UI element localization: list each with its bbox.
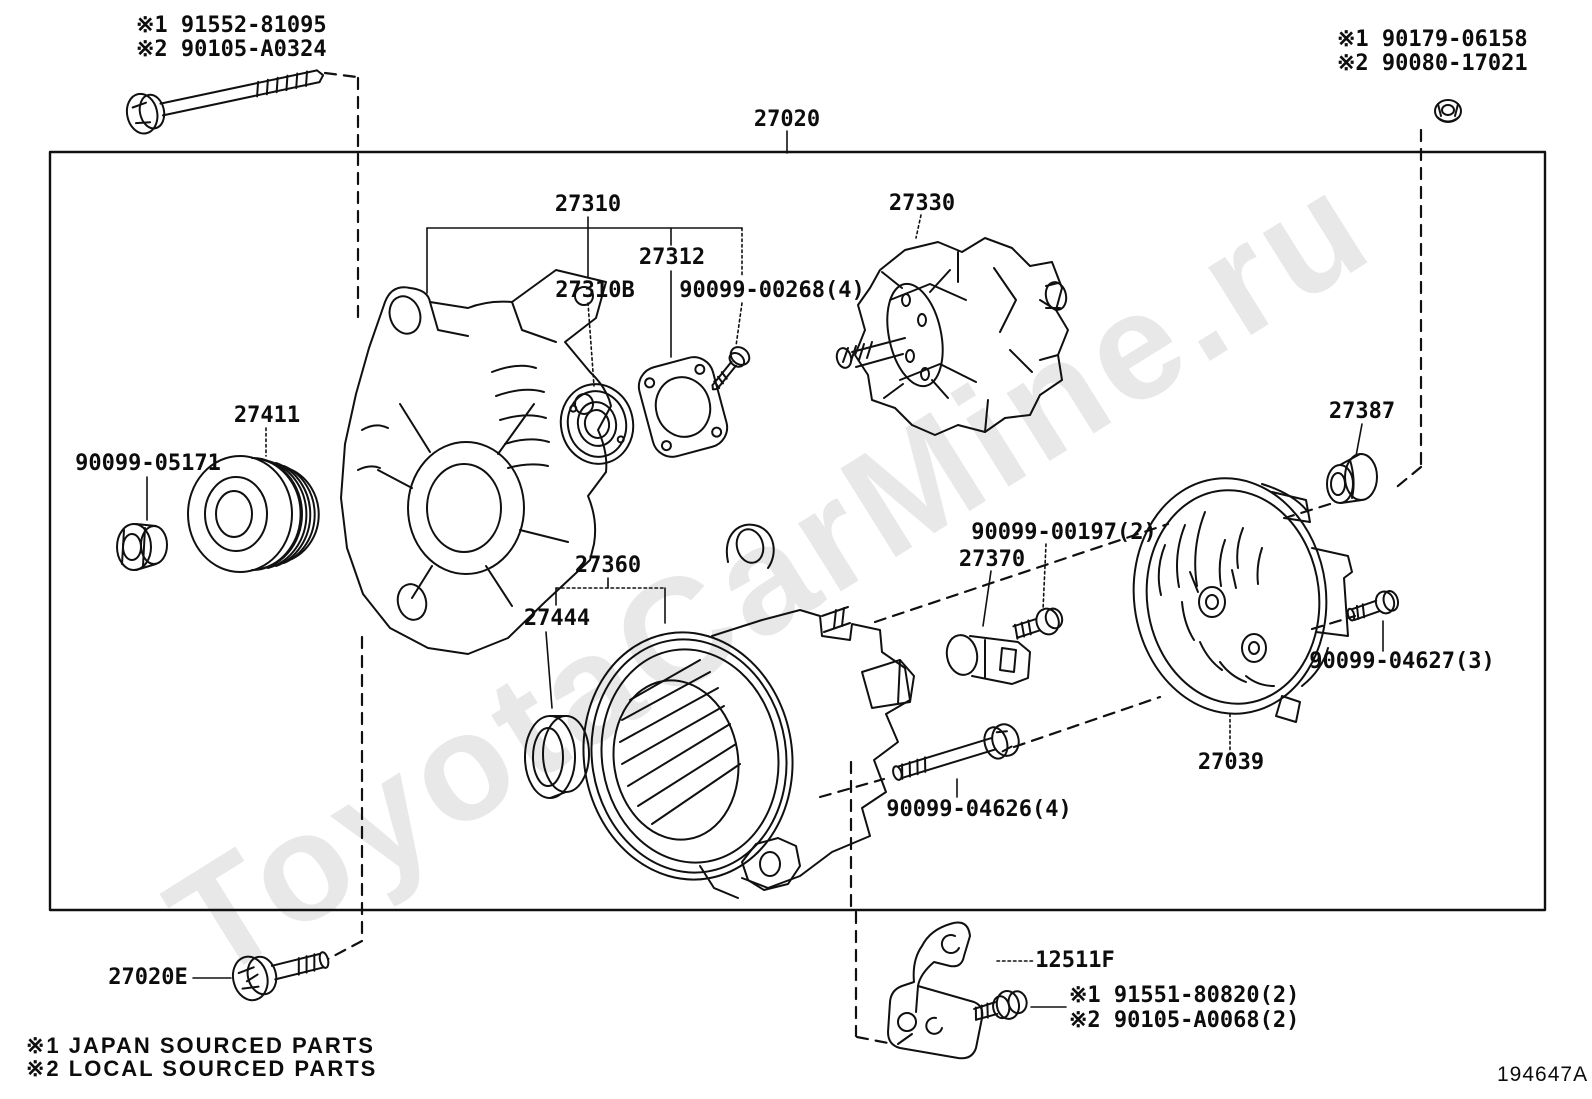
part-label-rotor: 27330 [888, 191, 956, 216]
assembly-axis-lines [323, 71, 1423, 1045]
bearing-retainer-drawing [637, 356, 729, 458]
part-label-bearing-retainer: 27312 [638, 245, 706, 270]
part-label-clamp-bolts: 90099-00197(2) [971, 520, 1157, 545]
part-label-through-bolts: 90099-04626(4) [886, 797, 1072, 822]
part-label-shaft-nut-2: ※2 90080-17021 [1337, 51, 1528, 76]
mount-bolt-drawing [125, 69, 325, 135]
stator-drawing [582, 523, 915, 899]
part-label-mount-bolt-2: ※2 90105-A0324 [136, 37, 327, 62]
part-label-pivot-bolt: 27020E [108, 965, 188, 990]
through-bolt-drawing [892, 723, 1020, 781]
part-label-shaft-nut-1: ※1 90179-06158 [1337, 27, 1528, 52]
part-label-pulley: 27411 [233, 403, 301, 428]
part-label-mount-bolt-1: ※1 91552-81095 [136, 13, 327, 38]
front-bearing-drawing [559, 383, 635, 465]
part-label-retainer-screws: 90099-00268(4) [679, 278, 865, 303]
footnote-japan-sourced: ※1 JAPAN SOURCED PARTS [26, 1033, 375, 1058]
cover-bolt-drawing [1346, 590, 1400, 622]
rear-cover-drawing [1132, 477, 1353, 723]
pivot-bolt-drawing [231, 951, 330, 1002]
part-label-bracket: 12511F [1035, 948, 1115, 973]
pulley-nut-drawing [116, 523, 168, 571]
clamp-bolt-drawing [1012, 607, 1064, 640]
part-label-bracket-bolt-2: ※2 90105-A0068(2) [1069, 1008, 1300, 1033]
front-bracket-drawing [340, 269, 612, 655]
grommet-drawing [1326, 453, 1378, 504]
part-label-grommet: 27387 [1328, 399, 1396, 424]
retainer-screw-drawing [711, 346, 751, 391]
part-label-bearing-cover: 27444 [523, 606, 591, 631]
bracket-drawing [887, 921, 984, 1060]
rotor-drawing [835, 237, 1069, 436]
drawing-number: 194647A [1497, 1063, 1589, 1086]
leader-lines [146, 130, 1384, 1008]
part-label-wire-clamp: 27370 [958, 547, 1026, 572]
part-label-cover-bolts: 90099-04627(3) [1309, 649, 1495, 674]
part-label-stator: 27360 [574, 553, 642, 578]
part-label-pulley-nut: 90099-05171 [75, 451, 221, 476]
pulley-drawing [187, 455, 320, 573]
part-label-bracket-bolt-1: ※1 91551-80820(2) [1069, 983, 1300, 1008]
part-label-front-bearing: 27310B [555, 278, 635, 303]
bearing-cover-drawing [524, 715, 590, 799]
diagram-frame [48, 150, 1547, 912]
part-label-rear-end-cover: 27039 [1197, 750, 1265, 775]
part-label-front-bracket: 27310 [554, 192, 622, 217]
part-label-alternator-assy: 27020 [753, 107, 821, 132]
shaft-nut-drawing [1434, 99, 1462, 123]
bracket-bolt-drawing [973, 990, 1028, 1021]
wire-clamp-drawing [945, 634, 1031, 685]
footnote-local-sourced: ※2 LOCAL SOURCED PARTS [26, 1056, 378, 1081]
